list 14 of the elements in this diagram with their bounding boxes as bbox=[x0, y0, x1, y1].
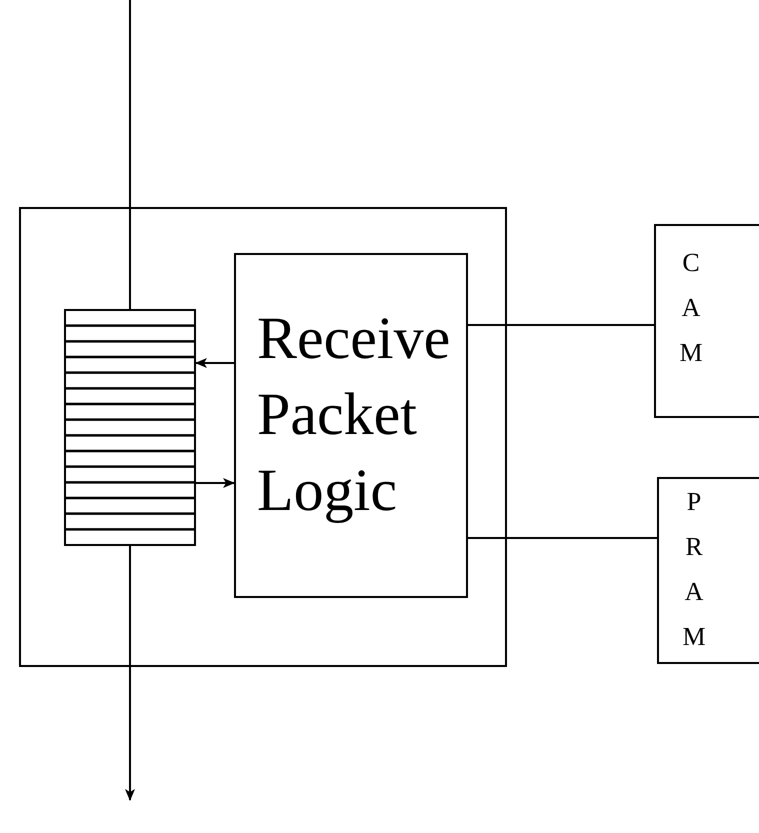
arrow bbox=[196, 478, 235, 488]
memory-box bbox=[654, 224, 759, 418]
connector-line bbox=[129, 0, 131, 309]
box-label: CAM bbox=[678, 247, 704, 369]
arrow bbox=[195, 358, 234, 368]
process-box bbox=[234, 253, 468, 598]
memory-box bbox=[657, 477, 759, 664]
connector-line bbox=[468, 324, 654, 326]
module-box bbox=[19, 207, 507, 667]
box-label: Receive Packet Logic bbox=[256, 304, 452, 525]
arrow bbox=[125, 546, 135, 801]
buffer-stack bbox=[64, 309, 196, 546]
connector-line bbox=[468, 537, 657, 539]
box-label: PRAM bbox=[681, 486, 707, 653]
